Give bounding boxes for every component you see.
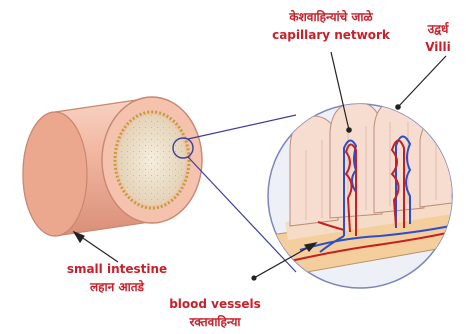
small-intestine-label-marathi: लहान आतडे xyxy=(52,280,182,294)
capillary-network-label: capillary network xyxy=(246,28,416,42)
blood-vessels-label-marathi: रक्तवाहिन्या xyxy=(160,315,270,329)
capillary-network-label-marathi: केशवाहिन्यांचे जाळे xyxy=(246,10,416,24)
villi-label: Villi xyxy=(413,40,463,54)
villi-label-marathi: उद्वर्ध xyxy=(413,22,463,36)
blood-vessels-label: blood vessels xyxy=(160,297,270,311)
small-intestine-tube xyxy=(23,97,202,236)
magnified-villi-view xyxy=(268,100,460,288)
small-intestine-label: small intestine xyxy=(52,262,182,276)
